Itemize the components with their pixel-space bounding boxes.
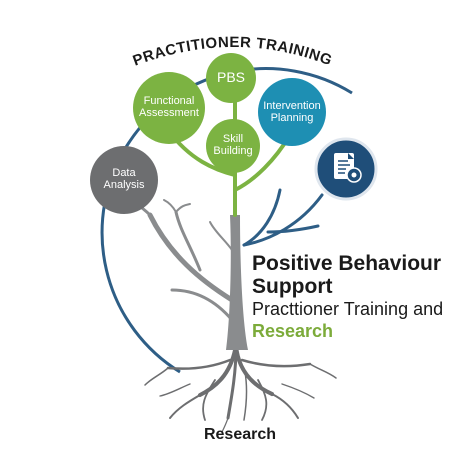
- node-functional-assessment[interactable]: [133, 72, 205, 144]
- title-line4: Research: [252, 321, 334, 341]
- title-block: Positive Behaviour Support Practtioner T…: [252, 252, 474, 342]
- node-document-icon[interactable]: [314, 137, 378, 201]
- title-line1: Positive Behaviour: [252, 252, 442, 275]
- node-pbs[interactable]: [206, 53, 256, 103]
- tree-trunk: [226, 215, 248, 350]
- blue-branches: [242, 188, 324, 247]
- roots: [144, 343, 337, 433]
- title-line3: Practtioner Training and: [252, 299, 444, 319]
- left-branches: [123, 193, 235, 322]
- node-skill-building[interactable]: [206, 119, 260, 173]
- document-gear-icon: [334, 153, 362, 183]
- bottom-label-research: Research: [203, 426, 277, 443]
- title-line2: Support: [252, 275, 333, 298]
- node-intervention-planning[interactable]: [258, 78, 326, 146]
- node-data-analysis[interactable]: [90, 146, 158, 214]
